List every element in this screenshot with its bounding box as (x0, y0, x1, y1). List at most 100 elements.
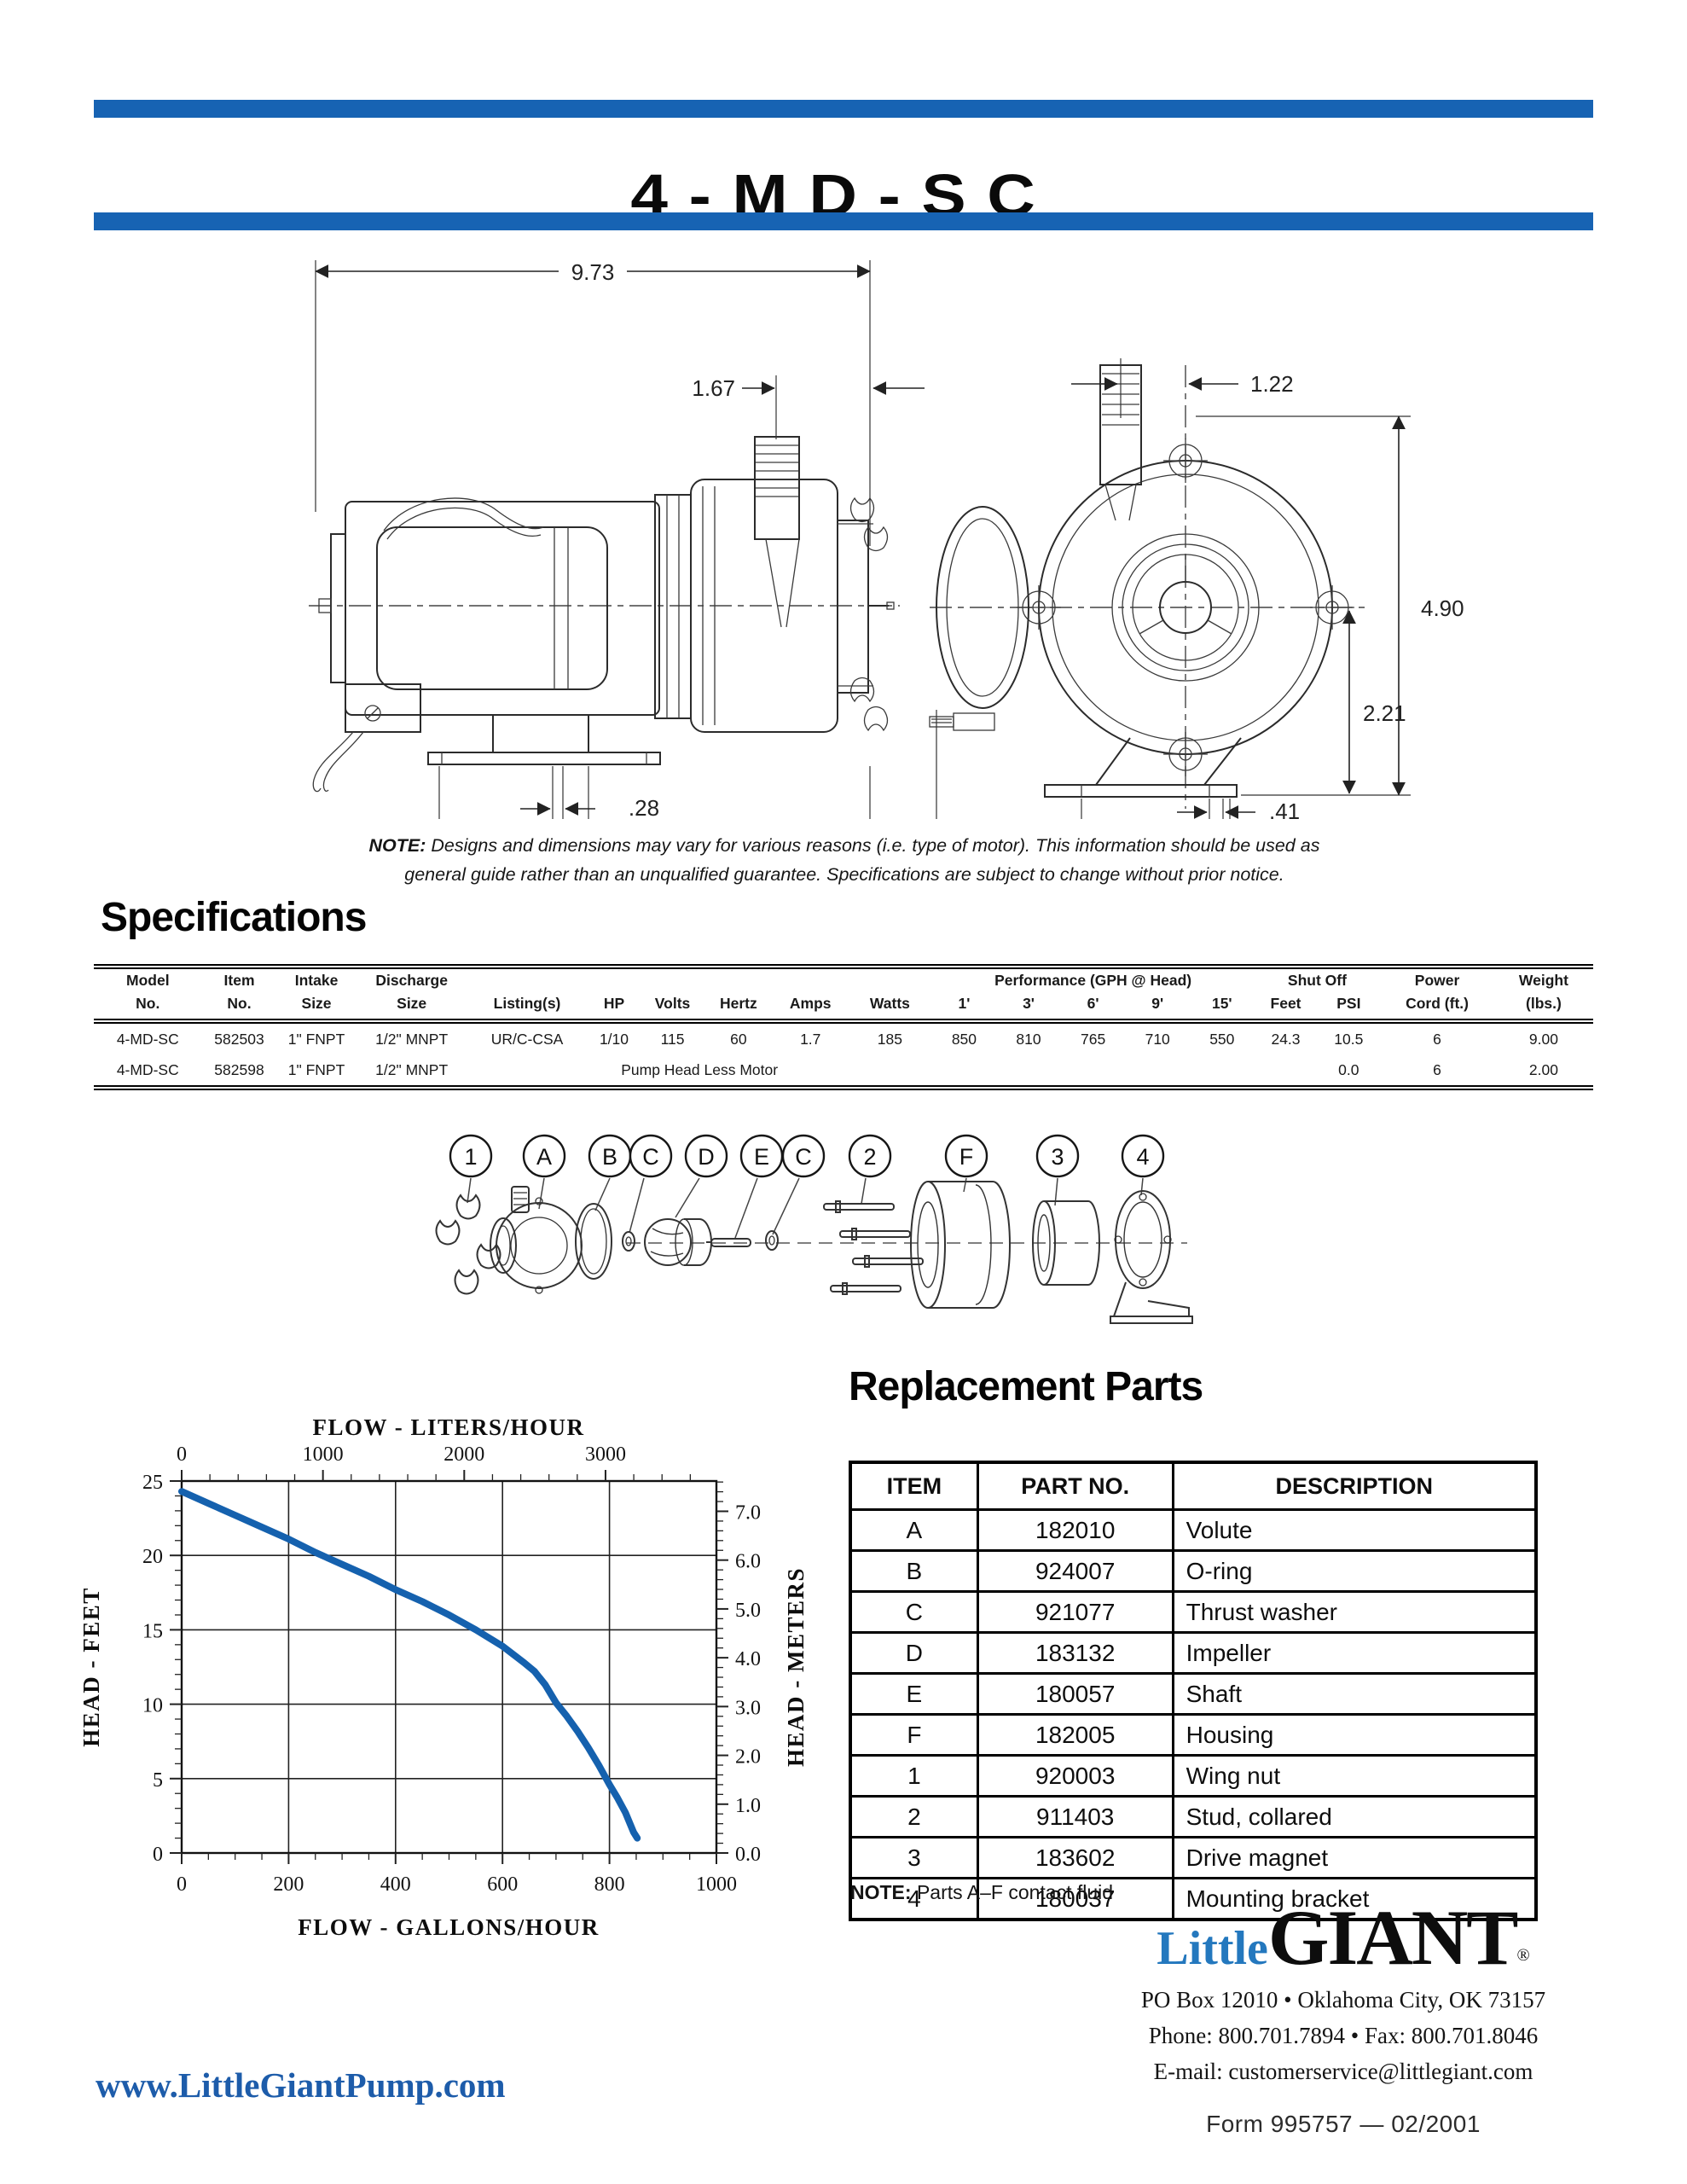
col-model: Model (126, 972, 170, 989)
performance-chart: FLOW - LITERS/HOUR FLOW - GALLONS/HOUR H… (78, 1414, 809, 1940)
svg-text:0: 0 (177, 1443, 187, 1466)
balloon-F: F (959, 1144, 974, 1170)
col-group-performance: Performance (GPH @ Head) (994, 972, 1192, 989)
thrust-washer-part (622, 1231, 635, 1252)
col-item: Item (223, 972, 255, 989)
dim-overall-height: 4.90 (1421, 595, 1464, 621)
side-view: 9.73 1.67 .28 4 PLACES 2.38 4.08 (309, 258, 925, 819)
parts-col-item: ITEM (849, 1461, 979, 1511)
svg-text:5: 5 (153, 1769, 163, 1792)
parts-header-row: ITEM PART NO. DESCRIPTION (849, 1461, 1538, 1511)
top-rule-bar (94, 100, 1593, 118)
dimension-drawing: 9.73 1.67 .28 4 PLACES 2.38 4.08 (309, 258, 1464, 819)
svg-text:20: 20 (142, 1546, 163, 1568)
logo-little-text: Little (1157, 1922, 1268, 1975)
col-weight: Weight (1518, 972, 1568, 989)
svg-text:25: 25 (142, 1472, 163, 1494)
dim-port-offset-front: 1.22 (1250, 371, 1294, 397)
col-power: Power (1414, 972, 1460, 989)
parts-col-description: DESCRIPTION (1171, 1461, 1538, 1511)
volute-part (490, 1186, 583, 1294)
dim-slot-width-front: .41 (1269, 799, 1300, 819)
svg-text:3000: 3000 (585, 1443, 626, 1466)
balloon-1: 1 (464, 1144, 477, 1170)
spec-header-row-1: Model Item Intake Discharge Performance … (94, 967, 1593, 992)
chart-top-axis-title: FLOW - LITERS/HOUR (312, 1414, 584, 1440)
balloon-E: E (754, 1144, 769, 1170)
registered-mark-icon: ® (1516, 1946, 1530, 1965)
col-discharge: Discharge (375, 972, 448, 989)
dim-port-offset-side: 1.67 (692, 375, 735, 401)
o-ring-part (575, 1203, 612, 1280)
parts-note: NOTE: Parts A–F contact fluid (850, 1881, 1114, 1903)
mounting-bracket-part (1110, 1190, 1193, 1324)
svg-text:600: 600 (487, 1873, 518, 1896)
pump-curve (178, 1488, 641, 1842)
spec-row-pump-head: 4-MD-SC 582598 1" FNPT 1/2" MNPT Pump He… (94, 1054, 1593, 1088)
balloon-A: A (536, 1144, 552, 1170)
stud-parts (823, 1200, 924, 1295)
balloon-D: D (698, 1144, 715, 1170)
footer-block: LittleGIANT® PO Box 12010 • Oklahoma Cit… (1096, 1892, 1591, 2138)
balloon-C: C (642, 1144, 659, 1170)
svg-text:0: 0 (177, 1873, 187, 1896)
svg-text:4.0: 4.0 (735, 1648, 761, 1670)
form-number: Form 995757 — 02/2001 (1206, 2110, 1481, 2137)
impeller-part (644, 1218, 712, 1266)
col-group-shutoff: Shut Off (1287, 972, 1347, 989)
balloon-callouts: 1 A B C D E C 2 F 3 4 (449, 1134, 1165, 1178)
svg-text:1000: 1000 (696, 1873, 737, 1896)
title-rule-bar (94, 212, 1593, 230)
note-line2: general guide rather than an unqualified… (404, 863, 1284, 885)
svg-text:800: 800 (594, 1873, 625, 1896)
drive-magnet-part (1032, 1200, 1100, 1286)
svg-text:10: 10 (142, 1695, 163, 1717)
chart-left-axis-title: HEAD - FEET (78, 1587, 104, 1747)
front-view: 1.22 4.90 2.21 .41 4 PLACES 2.63 5.50 (929, 358, 1464, 819)
address-line: PO Box 12010 • Oklahoma City, OK 73157 (1140, 1987, 1546, 2013)
chart-right-axis-title: HEAD - METERS (783, 1567, 809, 1767)
drawing-note: NOTE: Designs and dimensions may vary fo… (179, 831, 1510, 890)
svg-text:2.0: 2.0 (735, 1746, 761, 1769)
svg-text:1000: 1000 (303, 1443, 344, 1466)
spec-header-row-2: No. No. Size Size Listing(s) HP Volts He… (94, 992, 1593, 1024)
balloon-2: 2 (863, 1144, 876, 1170)
svg-text:6.0: 6.0 (735, 1551, 761, 1573)
website-url: www.LittleGiantPump.com (96, 2065, 506, 2105)
balloon-3: 3 (1051, 1144, 1064, 1170)
svg-text:7.0: 7.0 (735, 1502, 761, 1524)
replacement-parts-heading: Replacement Parts (849, 1364, 1203, 1409)
note-label: NOTE: (368, 834, 426, 856)
chart-bottom-axis-title: FLOW - GALLONS/HOUR (298, 1914, 600, 1940)
dim-center-to-base: 2.21 (1363, 700, 1406, 726)
little-giant-logo: LittleGIANT® (1096, 1892, 1591, 1983)
balloon-4: 4 (1136, 1144, 1149, 1170)
exploded-parts-diagram: 1 A B C D E C 2 F 3 4 (435, 1134, 1193, 1324)
housing-part (910, 1181, 1011, 1309)
svg-text:1.0: 1.0 (735, 1795, 761, 1817)
svg-text:5.0: 5.0 (735, 1600, 761, 1622)
svg-text:2000: 2000 (443, 1443, 484, 1466)
thrust-washer-part-2 (765, 1230, 779, 1251)
svg-text:200: 200 (273, 1873, 304, 1896)
dim-overall-length: 9.73 (571, 259, 615, 285)
svg-text:0.0: 0.0 (735, 1844, 761, 1866)
specifications-table: Model Item Intake Discharge Performance … (94, 964, 1593, 1090)
spec-row-motor-model: 4-MD-SC 582503 1" FNPT 1/2" MNPT UR/C-CS… (116, 1030, 1558, 1048)
dim-slot-width-side: .28 (629, 795, 659, 819)
shaft-part (706, 1238, 751, 1247)
logo-giant-text: GIANT (1267, 1894, 1519, 1981)
svg-text:3.0: 3.0 (735, 1697, 761, 1719)
balloon-C2: C (795, 1144, 812, 1170)
